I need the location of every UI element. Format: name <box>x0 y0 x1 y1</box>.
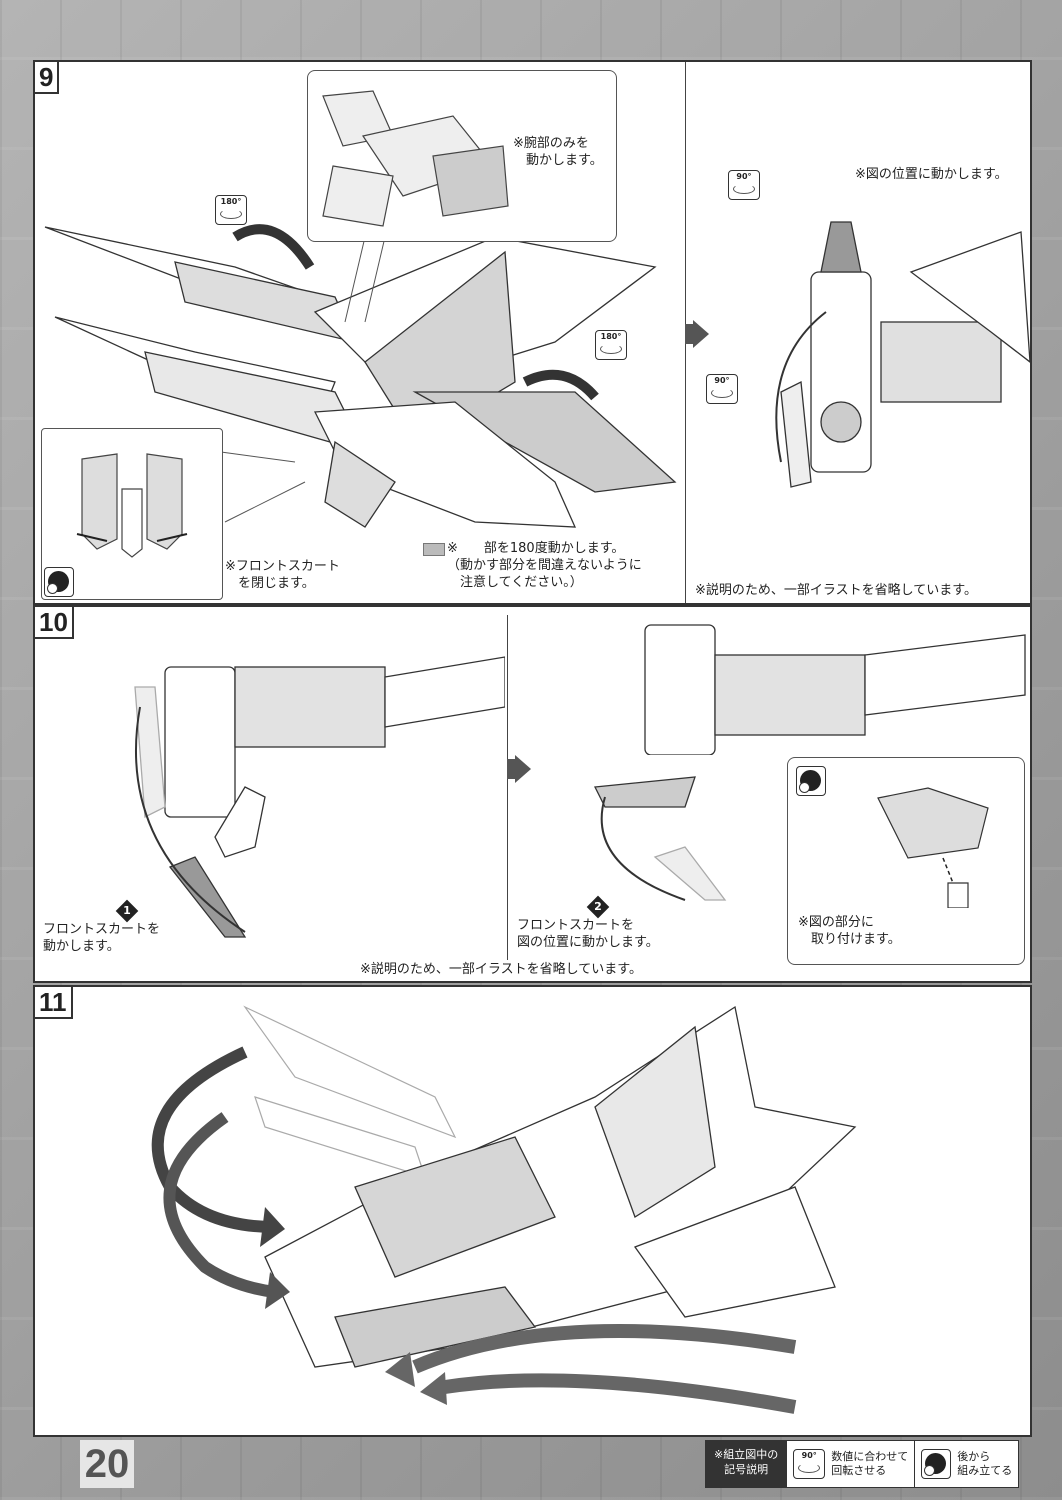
step-number: 9 <box>35 62 60 94</box>
omission-note: ※説明のため、一部イラストを省略しています。 <box>695 583 977 598</box>
legend-assemble-later-label: 後から 組み立てる <box>957 1450 1013 1477</box>
arm-detail-illustration <box>322 90 509 227</box>
assemble-later-icon <box>796 766 826 796</box>
step-number: 10 <box>35 607 74 639</box>
front-skirt-position-illustration <box>644 624 1026 755</box>
step-number: 11 <box>35 987 73 1019</box>
assemble-later-icon <box>921 1449 952 1479</box>
attach-part-illustration <box>877 787 989 908</box>
symbol-legend: ※組立図中の 記号説明 90° 数値に合わせて 回転させる 後から 組み立てる <box>705 1440 1020 1488</box>
step-10-panel: 10 1 フロントスカートを 動かします。 2 フロントスカートを 図の位置に動… <box>33 605 1032 983</box>
attach-note: ※図の部分に 取り付けます。 <box>798 915 901 947</box>
legend-assemble-later: 後から 組み立てる <box>914 1441 1018 1487</box>
front-skirt-position-illustration <box>593 776 727 901</box>
front-skirt-move-illustration <box>134 656 505 938</box>
step-9-panel: 9 ※腕部のみを 動かします。 180° 180 <box>33 60 1032 605</box>
legend-rotate-label: 数値に合わせて 回転させる <box>831 1450 909 1477</box>
arm-only-note: ※腕部のみを 動かします。 <box>513 136 603 168</box>
legend-rotate: 90° 数値に合わせて 回転させる <box>786 1441 914 1487</box>
full-mecha-rotation-illustration <box>151 1005 857 1414</box>
step-11-panel: 11 <box>33 985 1032 1437</box>
step-1-badge: 1 <box>115 899 139 923</box>
rotate-90-icon: 90° <box>793 1449 826 1479</box>
highlight-swatch <box>423 543 445 556</box>
rotate-90-icon: 90° <box>706 374 738 404</box>
omission-note: ※説明のため、一部イラストを省略しています。 <box>360 962 642 977</box>
next-arrow-icon <box>685 320 709 348</box>
step-2-badge: 2 <box>586 895 610 919</box>
page-number: 20 <box>80 1440 134 1488</box>
mecha-illustration-side <box>775 221 1030 488</box>
front-skirt-inset <box>41 428 223 600</box>
move-to-position-note: ※図の位置に動かします。 <box>855 167 1008 182</box>
arm-detail-inset: ※腕部のみを 動かします。 <box>307 70 617 242</box>
attach-detail-inset: ※図の部分に 取り付けます。 <box>787 757 1025 965</box>
move-front-skirt-note: フロントスカートを 動かします。 <box>43 922 161 954</box>
rotate-180-icon: 180° <box>595 330 627 360</box>
front-skirt-illustration <box>76 453 188 558</box>
mecha-illustration-wings <box>44 224 677 528</box>
rotate-90-icon: 90° <box>728 170 760 200</box>
next-arrow-icon <box>507 755 531 783</box>
legend-header: ※組立図中の 記号説明 <box>706 1441 787 1487</box>
panel-divider <box>507 615 508 960</box>
rotate-180-icon: 180° <box>215 195 247 225</box>
rotate-180-note: ※ 部を180度動かします。 （動かす部分を間違えないように 注意してください。… <box>447 541 642 590</box>
assemble-later-icon <box>44 567 74 597</box>
close-front-skirt-note: ※フロントスカート を閉じます。 <box>225 559 340 591</box>
move-to-position-note: フロントスカートを 図の位置に動かします。 <box>517 918 659 950</box>
